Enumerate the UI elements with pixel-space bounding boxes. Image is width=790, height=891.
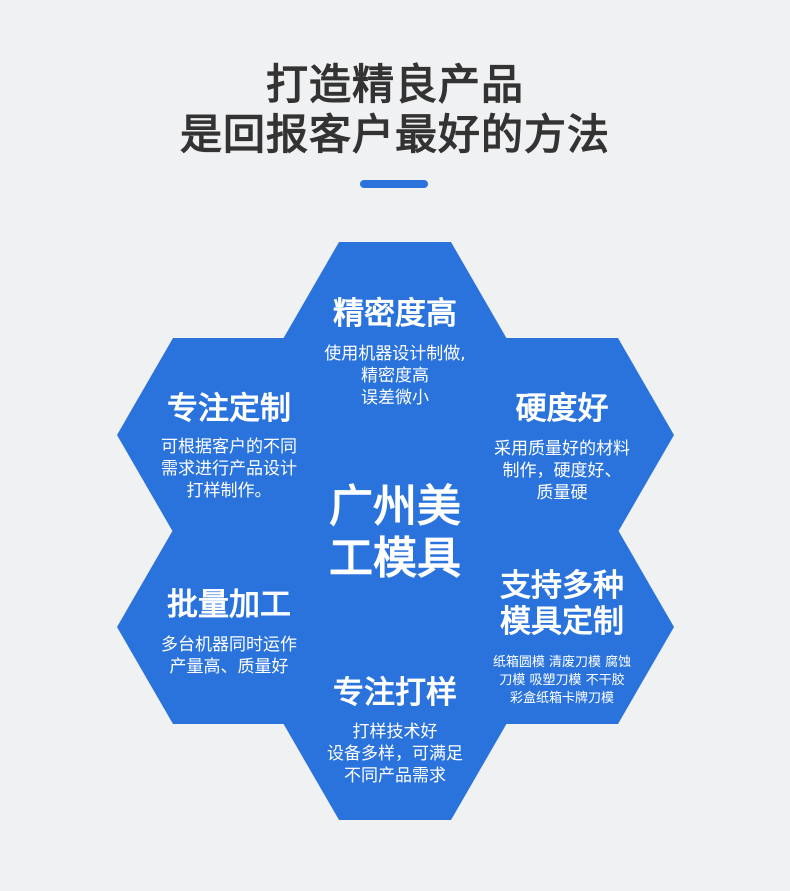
desc-line: 多台机器同时运作: [161, 635, 297, 655]
headline-line-1: 打造精良产品: [265, 60, 524, 109]
hex-custom-desc: 可根据客户的不同 需求进行产品设计 打样制作。: [117, 436, 341, 502]
desc-line: 产量高、质量好: [169, 657, 289, 677]
desc-line: 纸箱圆模 清废刀模 腐蚀: [492, 655, 632, 670]
accent-bar: [360, 180, 428, 188]
hex-precision-desc: 使用机器设计制做, 精密度高 误差微小: [283, 343, 507, 409]
desc-line: 可根据客户的不同: [161, 437, 297, 457]
desc-line: 制作，硬度好、: [502, 461, 622, 481]
desc-line: 刀模 吸塑刀模 不干胶: [499, 673, 625, 688]
headline-line-2: 是回报客户最好的方法: [179, 110, 610, 159]
hex-batch-desc: 多台机器同时运作 产量高、质量好: [117, 634, 341, 678]
hex-hardness-desc: 采用质量好的材料 制作，硬度好、 质量硬: [450, 438, 674, 504]
desc-line: 打样制作。: [186, 481, 272, 501]
hex-molds-title-line-1: 支持多种: [500, 568, 624, 604]
hex-batch-title: 批量加工: [167, 587, 291, 623]
hex-custom-title: 专注定制: [167, 391, 291, 427]
desc-line: 误差微小: [361, 388, 429, 408]
desc-line: 设备多样，可满足: [327, 744, 463, 764]
desc-line: 不同产品需求: [344, 766, 446, 786]
hex-precision-title: 精密度高: [333, 296, 457, 332]
hex-sampling-desc: 打样技术好 设备多样，可满足 不同产品需求: [283, 721, 507, 787]
desc-line: 采用质量好的材料: [494, 439, 630, 459]
center-title-line-1: 广州美: [329, 481, 461, 532]
hex-hardness-title: 硬度好: [515, 391, 609, 427]
hex-sampling-title: 专注打样: [333, 675, 457, 711]
desc-line: 彩盒纸箱卡牌刀模: [509, 691, 614, 706]
hex-molds-title-line-2: 模具定制: [500, 604, 624, 640]
desc-line: 精密度高: [361, 366, 429, 386]
center-title-line-2: 工模具: [329, 533, 461, 584]
desc-line: 质量硬: [536, 483, 588, 503]
hex-molds-desc: 纸箱圆模 清废刀模 腐蚀 刀模 吸塑刀模 不干胶 彩盒纸箱卡牌刀模: [450, 654, 674, 708]
desc-line: 打样技术好: [352, 722, 438, 742]
desc-line: 需求进行产品设计: [161, 459, 297, 479]
desc-line: 使用机器设计制做,: [324, 344, 466, 364]
